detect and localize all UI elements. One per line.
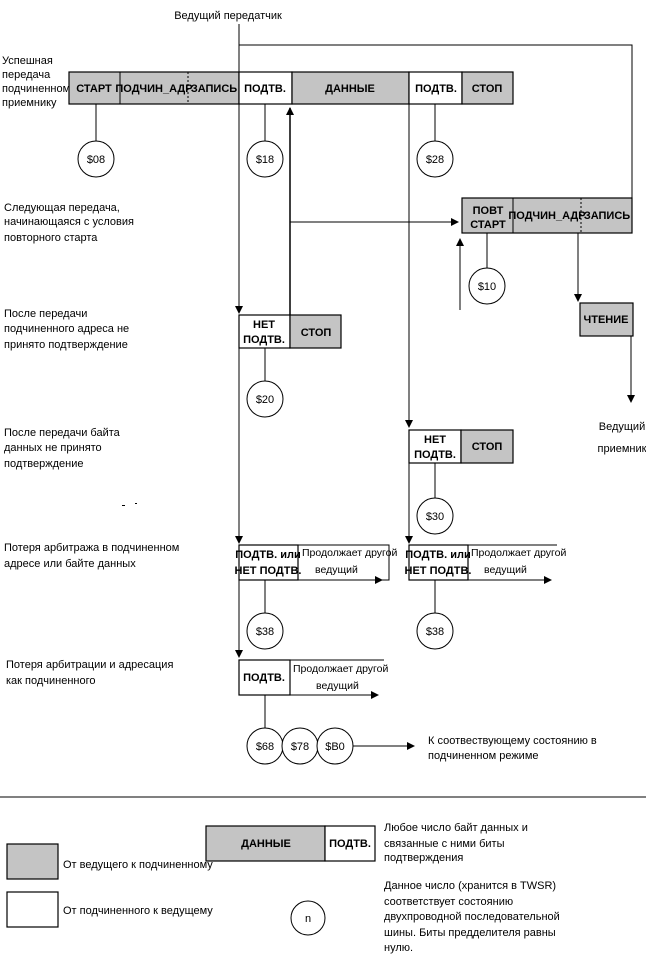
state-38-a: $38 xyxy=(256,626,274,638)
svg-text:ПОДТВ. или: ПОДТВ. или xyxy=(405,549,470,561)
cell-rs2: СТАРТ xyxy=(470,219,506,231)
state-30: $30 xyxy=(426,511,444,523)
svg-text:ПОДТВ. или: ПОДТВ. или xyxy=(235,549,300,561)
svg-text:подтверждение: подтверждение xyxy=(4,458,83,470)
svg-text:Потеря арбитража в подчиненном: Потеря арбитража в подчиненном xyxy=(4,542,179,554)
row-label-arbitration-lost-slave: Потеря арбитрации и адресация как подчин… xyxy=(6,659,173,687)
svg-text:СТОП: СТОП xyxy=(472,441,503,453)
svg-text:Данное число (хранится в TWSR): Данное число (хранится в TWSR) xyxy=(384,880,556,892)
master-receiver-1: Ведущий xyxy=(599,421,645,433)
svg-text:принято подтверждение: принято подтверждение xyxy=(4,339,128,351)
cell-ack2: ПОДТВ. xyxy=(415,83,457,95)
svg-text:соответствует состоянию: соответствует состоянию xyxy=(384,896,513,908)
state-28: $28 xyxy=(426,154,444,166)
state-10: $10 xyxy=(478,281,496,293)
cell-stop: СТОП xyxy=(472,83,503,95)
svg-text:НЕТ ПОДТВ.: НЕТ ПОДТВ. xyxy=(405,565,472,577)
svg-text:Любое число байт данных и: Любое число байт данных и xyxy=(384,822,528,834)
cell-read: ЧТЕНИЕ xyxy=(584,314,629,326)
svg-text:НЕТ: НЕТ xyxy=(253,319,275,331)
svg-text:данных не принято: данных не принято xyxy=(4,442,102,454)
state-08: $08 xyxy=(87,154,105,166)
svg-text:ведущий: ведущий xyxy=(315,564,358,576)
svg-text:подчиненному: подчиненному xyxy=(2,83,76,95)
svg-text:связанные с ними биты: связанные с ними биты xyxy=(384,838,505,850)
svg-text:ведущий: ведущий xyxy=(316,680,359,692)
cell-ack: ПОДТВ. xyxy=(244,83,286,95)
legend-ack: ПОДТВ. xyxy=(329,838,371,850)
svg-text:подтверждения: подтверждения xyxy=(384,852,463,864)
slave-mode-2: подчиненном режиме xyxy=(428,750,539,762)
cell-rs1: ПОВТ xyxy=(473,205,504,217)
master-receiver-2: приемник xyxy=(598,443,646,455)
frame-main: СТАРТ ПОДЧИН_АДР ЗАПИСЬ ПОДТВ. ДАННЫЕ ПО… xyxy=(68,71,514,105)
state-18: $18 xyxy=(256,154,274,166)
svg-text:подчиненного адреса не: подчиненного адреса не xyxy=(4,323,129,335)
arbitration-lost-a: ПОДТВ. или НЕТ ПОДТВ. Продолжает другой … xyxy=(235,544,397,581)
legend-n: n xyxy=(305,913,311,925)
legend-slave: От подчиненного к ведущему xyxy=(63,905,213,917)
cell-data: ДАННЫЕ xyxy=(325,83,375,95)
cell-sla2: ПОДЧИН_АДР xyxy=(508,210,585,222)
svg-text:Успешная: Успешная xyxy=(2,55,53,67)
svg-text:После передачи байта: После передачи байта xyxy=(4,427,121,439)
arbitration-lost-c: ПОДТВ. Продолжает другой ведущий xyxy=(238,659,388,699)
row-label-success: Успешная передача подчиненному приемнику xyxy=(2,55,76,109)
svg-text:Потеря арбитрации и адресация: Потеря арбитрации и адресация xyxy=(6,659,173,671)
state-78: $78 xyxy=(291,741,309,753)
svg-text:НЕТ ПОДТВ.: НЕТ ПОДТВ. xyxy=(235,565,302,577)
state-68: $68 xyxy=(256,741,274,753)
top-label: Ведущий передатчик xyxy=(174,10,282,22)
svg-text:Продолжает другой: Продолжает другой xyxy=(302,547,397,559)
svg-text:двухпроводной последовательной: двухпроводной последовательной xyxy=(384,911,560,923)
svg-text:После передачи: После передачи xyxy=(4,308,87,320)
cell-write2: ЗАПИСЬ xyxy=(584,210,630,222)
svg-text:ПОДТВ.: ПОДТВ. xyxy=(243,334,285,346)
svg-text:НЕТ: НЕТ xyxy=(424,434,446,446)
cell-sla: ПОДЧИН_АДР xyxy=(115,83,192,95)
svg-text:ПОДТВ.: ПОДТВ. xyxy=(243,672,285,684)
svg-text:шины. Биты предделителя равны: шины. Биты предделителя равны xyxy=(384,927,556,939)
cell-write: ЗАПИСЬ xyxy=(191,83,237,95)
svg-text:приемнику: приемнику xyxy=(2,97,57,109)
legend-data: ДАННЫЕ xyxy=(241,838,291,850)
svg-text:ПОДТВ.: ПОДТВ. xyxy=(414,449,456,461)
row-label-repeated-start: Следующая передача, начинающаяся с услов… xyxy=(4,202,134,244)
row-label-arbitration-lost: Потеря арбитража в подчиненном адресе ил… xyxy=(4,542,179,570)
cell-start: СТАРТ xyxy=(76,83,112,95)
svg-text:Продолжает другой: Продолжает другой xyxy=(293,663,388,675)
legend: От ведущего к подчиненному От подчиненно… xyxy=(6,822,560,954)
legend-master: От ведущего к подчиненному xyxy=(63,859,213,871)
svg-text:начинающаяся с условия: начинающаяся с условия xyxy=(4,216,134,228)
svg-text:Продолжает другой: Продолжает другой xyxy=(471,547,566,559)
nack-after-sla: НЕТ ПОДТВ. СТОП xyxy=(238,314,342,349)
svg-text:адресе или байте данных: адресе или байте данных xyxy=(4,558,136,570)
state-b0: $B0 xyxy=(325,741,345,753)
svg-text:нулю.: нулю. xyxy=(384,942,413,954)
arbitration-lost-b: ПОДТВ. или НЕТ ПОДТВ. Продолжает другой … xyxy=(405,544,566,584)
svg-text:ведущий: ведущий xyxy=(484,564,527,576)
svg-text:Следующая передача,: Следующая передача, xyxy=(4,202,120,214)
row-label-data-nack: После передачи байта данных не принято п… xyxy=(4,427,121,470)
row-label-sla-nack: После передачи подчиненного адреса не пр… xyxy=(4,308,129,351)
frame-repeated-start: ПОВТ СТАРТ ПОДЧИН_АДР ЗАПИСЬ xyxy=(461,197,633,234)
svg-text:повторного старта: повторного старта xyxy=(4,232,98,244)
svg-text:как подчиненного: как подчиненного xyxy=(6,675,96,687)
state-38-b: $38 xyxy=(426,626,444,638)
nack-after-data: НЕТ ПОДТВ. СТОП xyxy=(408,429,514,464)
svg-text:передача: передача xyxy=(2,69,51,81)
state-20: $20 xyxy=(256,394,274,406)
svg-text:СТОП: СТОП xyxy=(301,327,332,339)
slave-mode-1: К соотвествующему состоянию в xyxy=(428,735,597,747)
